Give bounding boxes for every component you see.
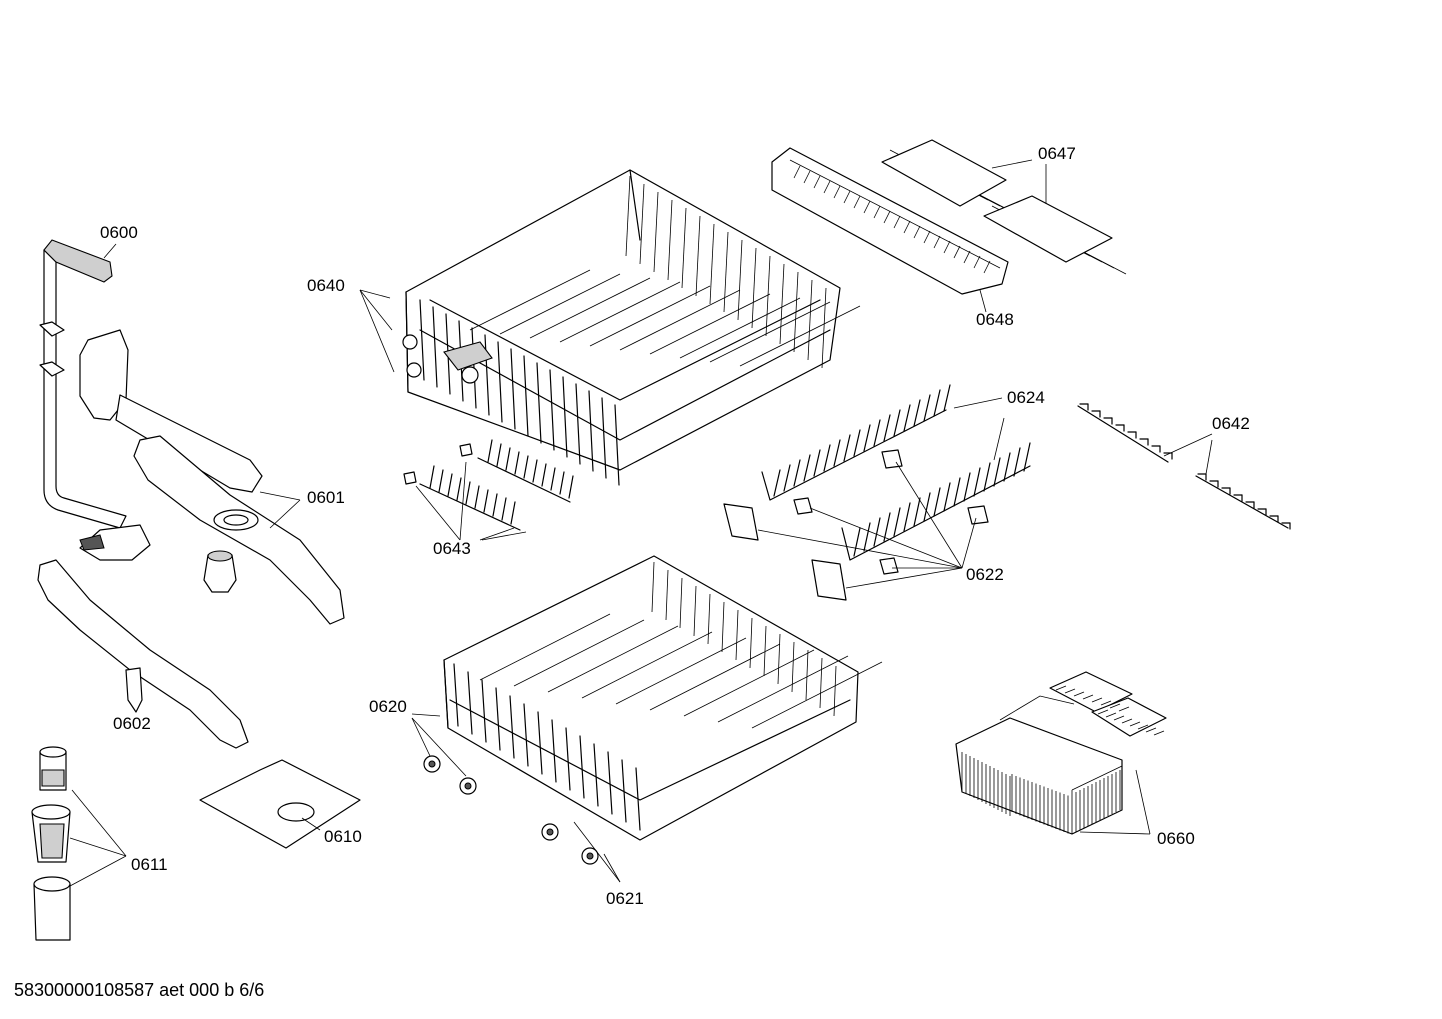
cutlery-basket xyxy=(955,671,1167,835)
label-0660: 0660 xyxy=(1157,829,1195,848)
document-code: 58300000108587 aet 000 b 6/6 xyxy=(14,980,265,1000)
sump-plate xyxy=(199,759,361,849)
part-labels: 0600 0640 0601 0643 0602 0610 0611 0620 … xyxy=(100,144,1250,908)
upper-basket xyxy=(402,169,861,486)
label-0611: 0611 xyxy=(131,855,168,874)
leader-lines xyxy=(69,159,1213,887)
spray-supply-tube xyxy=(39,239,151,561)
tine-clips xyxy=(723,449,989,601)
label-0647: 0647 xyxy=(1038,144,1076,163)
basket-wheels xyxy=(423,755,599,865)
upper-spray-arm xyxy=(79,329,345,625)
label-0643: 0643 xyxy=(433,539,471,558)
label-0621: 0621 xyxy=(606,889,644,908)
label-0600: 0600 xyxy=(100,223,138,242)
label-0640: 0640 xyxy=(307,276,345,295)
cup-rack-tines xyxy=(403,439,574,531)
filters xyxy=(31,746,71,941)
label-0610: 0610 xyxy=(324,827,362,846)
lower-basket xyxy=(443,555,883,841)
folding-tines xyxy=(761,384,1031,561)
label-0624: 0624 xyxy=(1007,388,1045,407)
tray-covers xyxy=(881,139,1113,263)
label-0622: 0622 xyxy=(966,565,1004,584)
step-rails xyxy=(1077,403,1291,530)
label-0648: 0648 xyxy=(976,310,1014,329)
lower-spray-arm xyxy=(37,559,249,749)
label-0602: 0602 xyxy=(113,714,151,733)
label-0601: 0601 xyxy=(307,488,345,507)
label-0620: 0620 xyxy=(369,697,407,716)
label-0642: 0642 xyxy=(1212,414,1250,433)
